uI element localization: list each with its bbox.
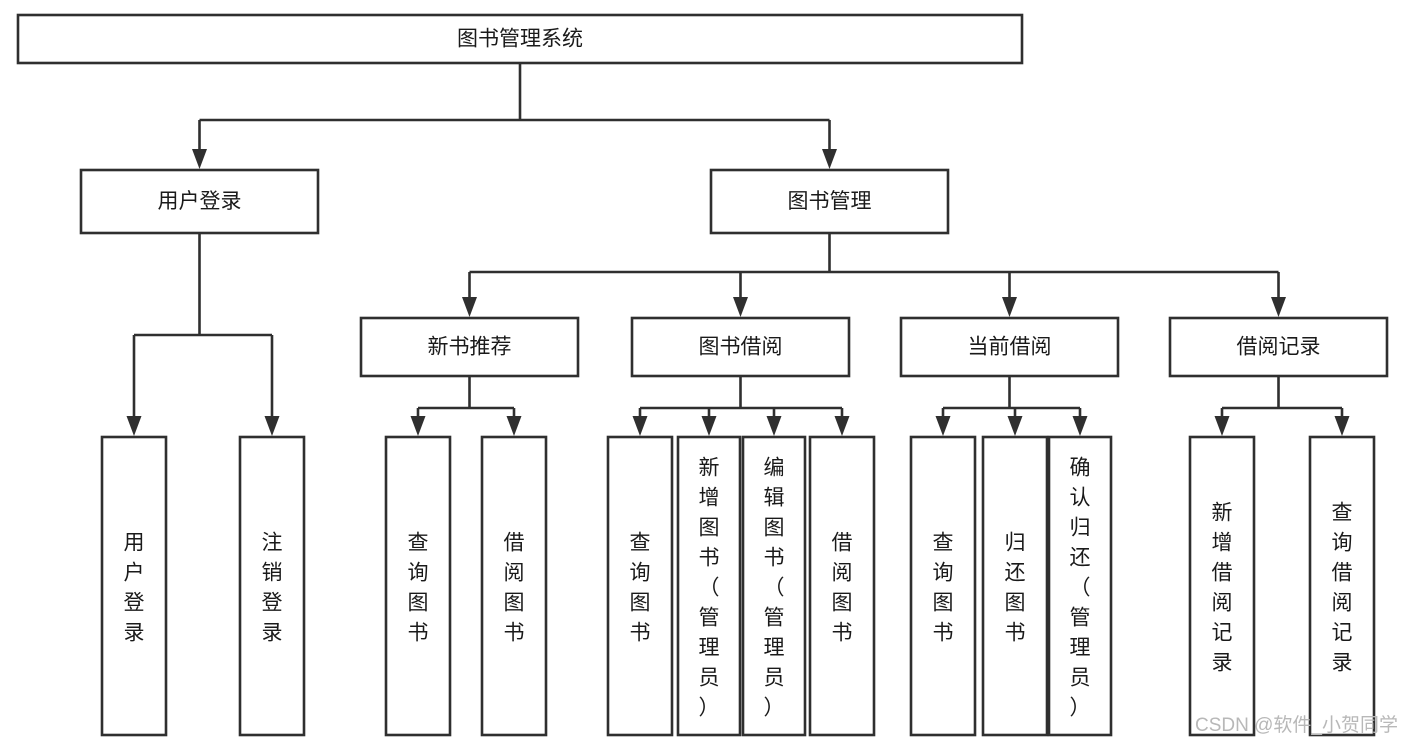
node-confirm-return-admin[interactable]	[1047, 435, 1113, 737]
node-label: 图书管理	[788, 190, 872, 213]
node-user-login[interactable]	[79, 168, 320, 235]
arrow-head-icon	[1072, 416, 1088, 436]
node-label: 图书借阅	[699, 336, 783, 359]
node-box-book-borrow[interactable]	[630, 316, 851, 378]
node-new-book-recommend[interactable]	[359, 316, 580, 378]
arrow-head-icon	[1271, 297, 1286, 317]
node-book-borrow[interactable]	[630, 316, 851, 378]
node-borrow-books-rec[interactable]	[480, 435, 548, 737]
node-label: 借阅图书	[504, 531, 525, 644]
node-return-book[interactable]	[981, 435, 1049, 737]
arrow-head-icon	[410, 416, 426, 436]
arrow-head-icon	[834, 416, 850, 436]
arrow-head-icon	[462, 297, 477, 317]
node-user-login-do[interactable]	[100, 435, 168, 737]
arrow-head-icon	[766, 416, 782, 436]
node-query-books-rec[interactable]	[384, 435, 452, 737]
node-label: 借阅记录	[1237, 336, 1321, 359]
arrow-head-icon	[1334, 416, 1350, 436]
node-label: 图书管理系统	[457, 28, 583, 51]
node-box-root[interactable]	[16, 13, 1024, 65]
connectors-layer	[126, 63, 1350, 436]
arrow-head-icon	[1214, 416, 1230, 436]
node-box-confirm-return-admin[interactable]	[1047, 435, 1113, 737]
nodes-layer: 图书管理系统用户登录用户登录注销登录图书管理新书推荐查询图书借阅图书图书借阅查询…	[16, 13, 1389, 737]
node-box-borrow-books-rec[interactable]	[480, 435, 548, 737]
node-box-borrow-records[interactable]	[1168, 316, 1389, 378]
arrow-head-icon	[1002, 297, 1017, 317]
arrow-head-icon	[126, 416, 142, 436]
arrow-head-icon	[1007, 416, 1023, 436]
node-query-books-borrow[interactable]	[606, 435, 674, 737]
node-box-borrow-book[interactable]	[808, 435, 876, 737]
arrow-head-icon	[733, 297, 748, 317]
node-box-query-books-rec[interactable]	[384, 435, 452, 737]
node-box-current-borrow[interactable]	[899, 316, 1120, 378]
node-borrow-records[interactable]	[1168, 316, 1389, 378]
node-label: 查询图书	[630, 531, 651, 644]
arrow-head-icon	[701, 416, 717, 436]
node-current-borrow[interactable]	[899, 316, 1120, 378]
arrow-head-icon	[822, 149, 837, 169]
node-label: 借阅图书	[832, 531, 853, 644]
node-box-return-book[interactable]	[981, 435, 1049, 737]
node-label: 注销登录	[262, 531, 283, 644]
node-box-query-borrow-record[interactable]	[1308, 435, 1376, 737]
node-box-user-logout[interactable]	[238, 435, 306, 737]
node-label: 查询图书	[933, 531, 954, 644]
node-label: 确认归还（管理员）	[1070, 456, 1091, 719]
node-box-user-login-do[interactable]	[100, 435, 168, 737]
arrow-head-icon	[632, 416, 648, 436]
node-box-new-book-recommend[interactable]	[359, 316, 580, 378]
node-add-borrow-record[interactable]	[1188, 435, 1256, 737]
node-borrow-book[interactable]	[808, 435, 876, 737]
node-box-book-management[interactable]	[709, 168, 950, 235]
node-query-borrow-record[interactable]	[1308, 435, 1376, 737]
node-box-user-login[interactable]	[79, 168, 320, 235]
csdn-watermark: CSDN @软件_小贺同学	[1195, 714, 1398, 736]
node-label: 查询借阅记录	[1332, 501, 1353, 674]
node-root[interactable]	[16, 13, 1024, 65]
node-label: 新增借阅记录	[1212, 501, 1233, 674]
node-box-add-borrow-record[interactable]	[1188, 435, 1256, 737]
node-label: 新增图书（管理员）	[699, 456, 720, 719]
node-query-books-cur[interactable]	[909, 435, 977, 737]
node-edit-book-admin[interactable]	[741, 435, 807, 737]
node-add-book-admin[interactable]	[676, 435, 742, 737]
arrow-head-icon	[506, 416, 522, 436]
node-box-edit-book-admin[interactable]	[741, 435, 807, 737]
node-box-query-books-cur[interactable]	[909, 435, 977, 737]
node-label: 用户登录	[124, 531, 145, 644]
arrow-head-icon	[264, 416, 280, 436]
node-label: 当前借阅	[968, 336, 1052, 359]
node-book-management[interactable]	[709, 168, 950, 235]
node-label: 新书推荐	[428, 336, 512, 359]
node-user-logout[interactable]	[238, 435, 306, 737]
node-label: 归还图书	[1005, 531, 1026, 644]
node-box-add-book-admin[interactable]	[676, 435, 742, 737]
node-label: 编辑图书（管理员）	[764, 456, 785, 719]
node-label: 用户登录	[158, 190, 242, 213]
arrow-head-icon	[192, 149, 207, 169]
node-box-query-books-borrow[interactable]	[606, 435, 674, 737]
node-label: 查询图书	[408, 531, 429, 644]
arrow-head-icon	[935, 416, 951, 436]
